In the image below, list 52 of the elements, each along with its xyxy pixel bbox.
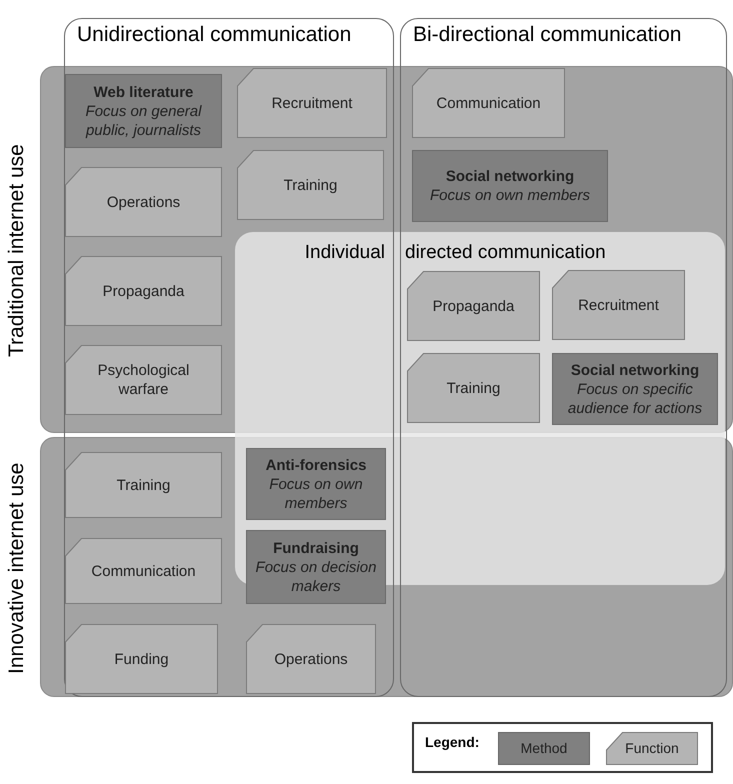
function-tag <box>65 538 222 604</box>
box-label: Recruitment <box>270 94 354 112</box>
box-label: Operations <box>273 650 349 668</box>
function-tag <box>65 256 222 326</box>
box-heading: Anti-forensics <box>266 456 366 474</box>
legend-text: Function <box>625 739 679 758</box>
row-title: Innovative internet use <box>5 461 29 676</box>
function-tag <box>412 68 565 138</box>
box-label: Recruitment <box>577 296 660 314</box>
box-description: Focus on specific audience for actions <box>566 380 704 418</box>
box-label: Psychological warfare <box>96 361 190 399</box>
box-label: Operations <box>106 192 182 212</box>
method-box <box>246 530 386 604</box>
function-tag <box>65 624 218 694</box>
function-tag <box>407 353 540 423</box>
method-box <box>65 74 222 148</box>
function-tag <box>246 624 376 694</box>
method-box <box>412 150 608 222</box>
box-heading: Web literature <box>94 82 194 102</box>
function-tag <box>237 150 384 220</box>
box-label: Funding <box>113 650 170 668</box>
box-description: Focus on own members <box>430 186 590 205</box>
method-box <box>552 353 718 425</box>
row-title: Traditional internet use <box>5 143 29 359</box>
box-heading: Fundraising <box>273 538 359 558</box>
function-tag <box>65 167 222 237</box>
column-title: Unidirectional communication <box>77 23 352 47</box>
box-description: Focus on own members <box>268 474 364 512</box>
box-label: Training <box>116 476 172 494</box>
box-label: Communication <box>90 562 197 580</box>
function-tag <box>65 345 222 415</box>
box-heading: Social networking <box>570 360 700 380</box>
box-label: Training <box>282 176 338 194</box>
column-panel <box>400 18 727 697</box>
box-label: Propaganda <box>102 282 186 300</box>
function-tag <box>552 270 685 340</box>
legend-title: Legend: <box>425 734 480 750</box>
box-label: Propaganda <box>432 296 516 316</box>
method-box <box>246 448 386 520</box>
box-label: Training <box>446 378 502 398</box>
box-description: Focus on decision makers <box>254 558 378 596</box>
box-description: Focus on general public, journalists <box>84 102 203 140</box>
column-panel <box>64 18 394 697</box>
region-title: Individual <box>304 242 385 264</box>
legend-text: Method <box>520 739 568 758</box>
function-tag <box>65 452 222 518</box>
function-tag <box>237 68 387 138</box>
column-title: Bi-directional communication <box>413 23 682 47</box>
box-label: Communication <box>435 94 542 112</box>
region-title: directed communication <box>405 242 606 264</box>
function-tag <box>407 271 540 341</box>
box-heading: Social networking <box>446 167 574 186</box>
